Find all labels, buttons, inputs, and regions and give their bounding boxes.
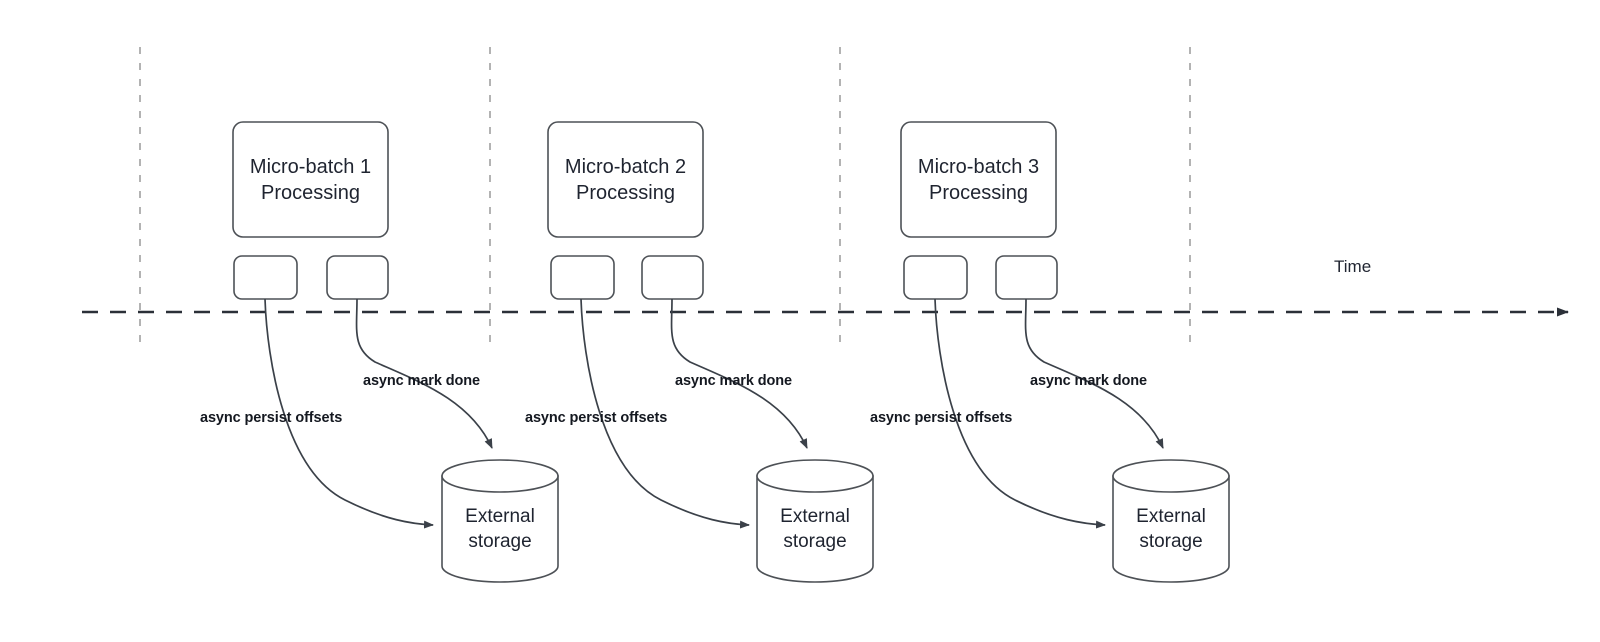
- async-mark-done-arrow-1: [355, 298, 493, 449]
- micro-batch-1-task-a-box: [233, 255, 298, 300]
- async-persist-offsets-arrow-3: [934, 298, 1106, 529]
- async-persist-offsets-arrow-2: [580, 298, 750, 529]
- async-persist-offsets-label-2: async persist offsets: [525, 410, 668, 426]
- micro-batch-2-task-a-box: [550, 255, 615, 300]
- group-3-shapes: [900, 121, 1230, 583]
- async-mark-done-label-1: async mark done: [363, 373, 480, 389]
- micro-batch-1-box: [232, 121, 389, 238]
- async-mark-done-label-2: async mark done: [675, 373, 792, 389]
- async-mark-done-label-3: async mark done: [1030, 373, 1147, 389]
- async-persist-offsets-label-3: async persist offsets: [870, 410, 1013, 426]
- external-storage-2-cylinder: [756, 459, 874, 583]
- micro-batch-3-task-b-box: [995, 255, 1058, 300]
- external-storage-3-cylinder: [1112, 459, 1230, 583]
- micro-batch-3-box: [900, 121, 1057, 238]
- async-persist-offsets-label-1: async persist offsets: [200, 410, 343, 426]
- group-2-shapes: [547, 121, 874, 583]
- micro-batch-3-task-a-box: [903, 255, 968, 300]
- micro-batch-1-task-b-box: [326, 255, 389, 300]
- async-persist-offsets-arrow-1: [264, 298, 434, 529]
- micro-batch-2-task-b-box: [641, 255, 704, 300]
- async-mark-done-arrow-2: [670, 298, 808, 449]
- external-storage-1-cylinder: [441, 459, 559, 583]
- async-mark-done-arrow-3: [1024, 298, 1164, 449]
- batch-boundary-lines: [139, 47, 1191, 342]
- time-axis-label: Time: [1334, 257, 1372, 276]
- group-1-shapes: [232, 121, 559, 583]
- micro-batch-2-box: [547, 121, 704, 238]
